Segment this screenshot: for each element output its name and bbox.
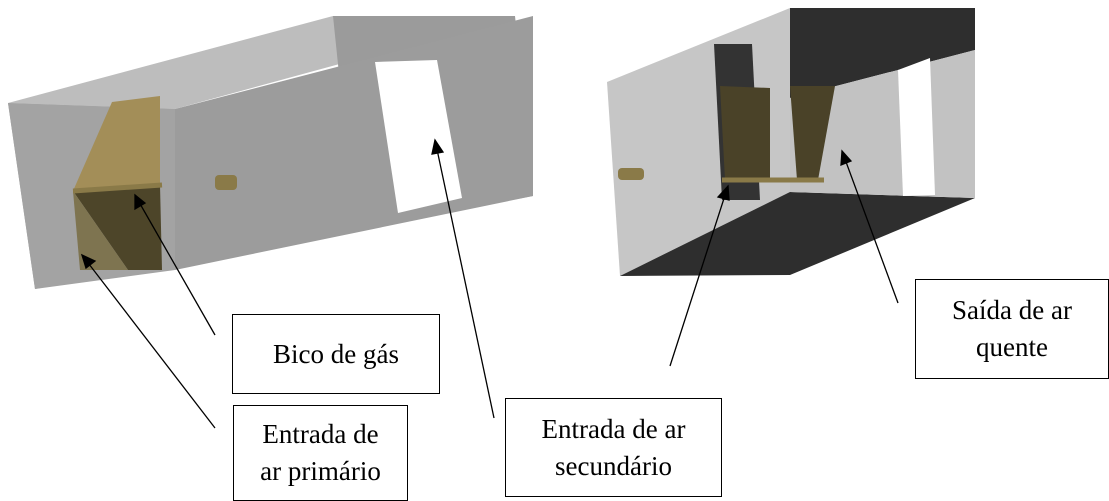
secondary-baffle-right [790,86,835,180]
primary-baffle-rod [72,182,163,194]
label-entrada-secundario-text: Entrada de ar secundário [541,413,686,481]
arrow-entrada-secundario-left [431,138,495,419]
hot-air-outlet-opening [898,58,935,196]
right-gas-nozzle [618,168,644,180]
label-entrada-primario: Entrada de ar primário [233,405,408,501]
primary-baffle-shadow [73,191,128,270]
right-chamber-model [607,8,975,276]
right-chamber-top-dark [790,8,975,98]
label-entrada-primario-text: Entrada de ar primário [260,419,381,486]
callout-arrows [80,138,899,429]
label-bico-gas-text: Bico de gás [273,338,399,369]
left-chamber-model [8,16,533,289]
secondary-air-opening [375,60,462,213]
gas-nozzle [215,175,237,190]
arrow-entrada-primario [80,253,216,429]
right-chamber-bottom-dark [620,192,975,276]
primary-baffle-upper [73,96,160,191]
label-entrada-secundario: Entrada de ar secundário [505,398,722,497]
arrow-entrada-secundario-right [669,184,730,367]
secondary-baffle-left [720,86,770,180]
arrow-bico-gas [134,193,216,336]
label-saida-quente: Saída de ar quente [915,279,1109,379]
label-saida-quente-text: Saída de ar quente [952,295,1072,362]
left-chamber-side-face [175,16,533,270]
arrow-saida-quente [840,149,899,304]
label-bico-gas: Bico de gás [232,314,440,394]
